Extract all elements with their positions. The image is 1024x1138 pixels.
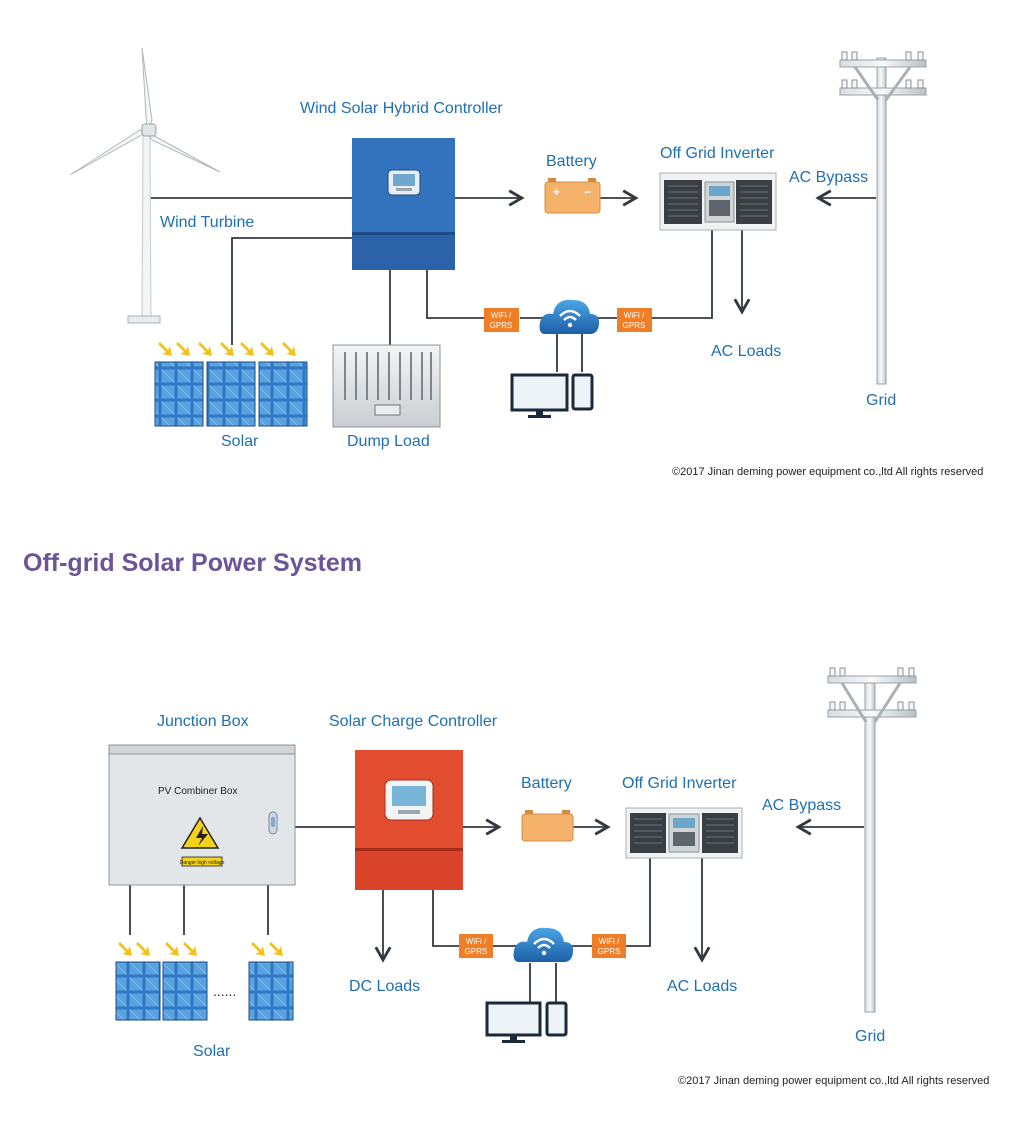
- monitor-icon: [510, 373, 569, 418]
- solar-label: Solar: [221, 433, 259, 450]
- cloud-wifi-icon: [539, 299, 600, 334]
- battery-icon: + −: [544, 178, 601, 214]
- battery-minus-sign: −: [584, 185, 591, 199]
- danger-warning-text: Danger high voltage: [180, 860, 225, 866]
- wifi-tag-line1: WiFi /: [466, 937, 487, 946]
- charge-controller-label: Solar Charge Controller: [329, 713, 498, 730]
- wifi-gprs-tag-right: WiFi / GPRS: [617, 308, 652, 332]
- ac-loads-label: AC Loads: [711, 343, 782, 360]
- wifi-gprs-tag-left: WiFi / GPRS: [484, 308, 519, 332]
- battery-label: Battery: [546, 153, 597, 170]
- dump-load-icon: [332, 344, 441, 428]
- solar-panels-icon-2: ......: [115, 942, 294, 1021]
- combiner-box-text: PV Combiner Box: [158, 786, 238, 797]
- copyright-notice-2: ©2017 Jinan deming power equipment co.,l…: [678, 1075, 990, 1087]
- junction-box-label: Junction Box: [157, 713, 249, 730]
- wifi-tag-line1: WiFi /: [624, 311, 645, 320]
- grid-label: Grid: [866, 392, 897, 409]
- wind-turbine-label: Wind Turbine: [160, 214, 255, 231]
- hybrid-controller-icon: [352, 138, 455, 270]
- monitor-icon-2: [485, 1001, 542, 1043]
- battery-plus-sign: +: [553, 185, 560, 199]
- smartphone-icon-2: [545, 1001, 568, 1037]
- wifi-tag-line2: GPRS: [598, 947, 621, 956]
- utility-pole-icon: [839, 51, 927, 385]
- battery-label-2: Battery: [521, 775, 572, 792]
- ac-bypass-label: AC Bypass: [789, 169, 869, 186]
- solar-label-2: Solar: [193, 1043, 231, 1060]
- copyright-notice: ©2017 Jinan deming power equipment co.,l…: [672, 466, 984, 478]
- inverter-icon: [659, 172, 777, 231]
- smartphone-icon: [571, 373, 594, 411]
- inverter-label: Off Grid Inverter: [660, 145, 775, 162]
- cloud-wifi-icon-2: [513, 927, 574, 962]
- battery-icon-2: [521, 810, 574, 842]
- wifi-tag-line2: GPRS: [623, 321, 646, 330]
- utility-pole-icon-2: [827, 667, 917, 1013]
- dc-loads-label: DC Loads: [349, 978, 421, 995]
- wifi-gprs-tag-left-2: WiFi / GPRS: [459, 934, 493, 958]
- inverter-label-2: Off Grid Inverter: [622, 775, 737, 792]
- panels-ellipsis: ......: [213, 983, 236, 999]
- dump-load-label: Dump Load: [347, 433, 430, 450]
- grid-label-2: Grid: [855, 1028, 886, 1045]
- wifi-tag-line2: GPRS: [490, 321, 513, 330]
- solar-panels-icon: [154, 342, 308, 427]
- wires-diagram2: [129, 818, 864, 1002]
- wifi-tag-line1: WiFi /: [491, 311, 512, 320]
- ac-loads-label-2: AC Loads: [667, 978, 738, 995]
- controller-label: Wind Solar Hybrid Controller: [300, 100, 503, 117]
- section-title: Off-grid Solar Power System: [23, 549, 362, 577]
- wifi-tag-line1: WiFi /: [599, 937, 620, 946]
- charge-controller-icon: [355, 750, 463, 890]
- inverter-icon-2: [625, 807, 743, 859]
- wind-turbine-icon: [69, 47, 221, 324]
- junction-box-icon: Danger high voltage: [108, 744, 296, 886]
- sunlight-arrows-icon-2: [118, 942, 283, 956]
- wifi-gprs-tag-right-2: WiFi / GPRS: [592, 934, 626, 958]
- wifi-tag-line2: GPRS: [465, 947, 488, 956]
- sunlight-arrows-icon: [158, 342, 296, 356]
- ac-bypass-label-2: AC Bypass: [762, 797, 842, 814]
